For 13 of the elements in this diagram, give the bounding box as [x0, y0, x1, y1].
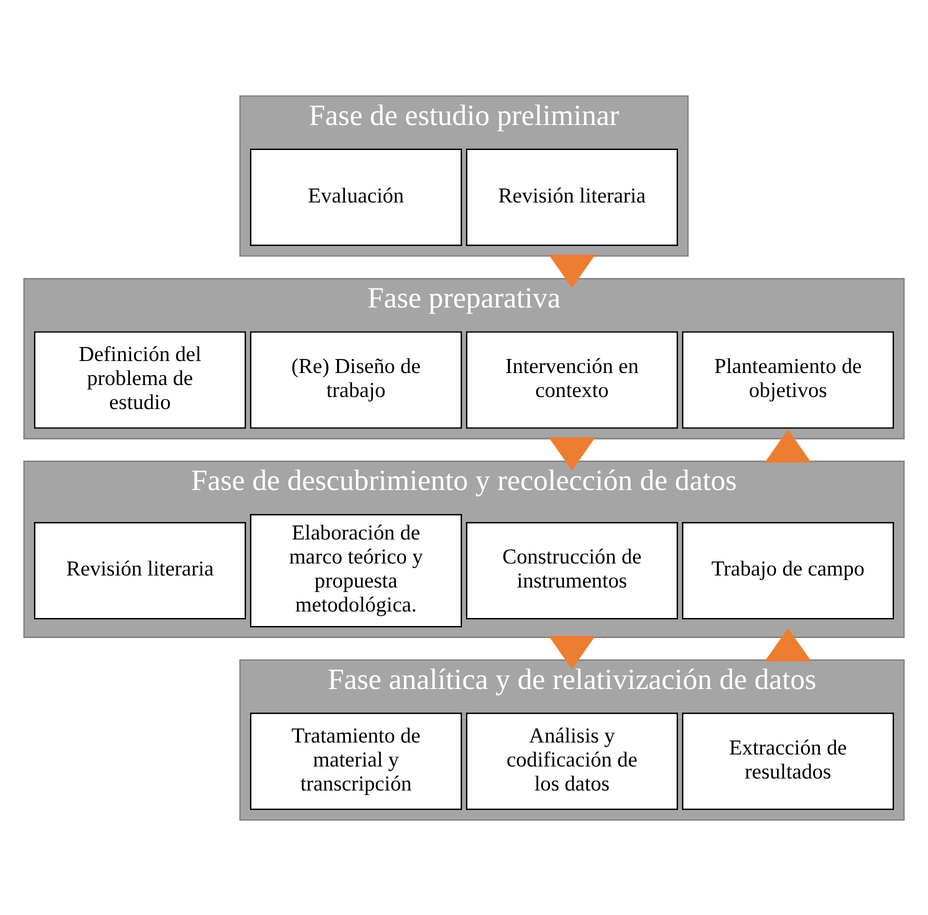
node-box: Revisión literaria	[34, 522, 246, 619]
node-box: Definición del problema de estudio	[34, 330, 246, 428]
node-box: Análisis y codificación de los datos	[466, 712, 678, 810]
node-box: Revisión literaria	[466, 148, 678, 246]
node-box: Tratamiento de material y transcripción	[250, 712, 462, 810]
node-box: (Re) Diseño de trabajo	[250, 330, 462, 428]
node-box: Intervención en contexto	[466, 330, 678, 428]
node-box: Trabajo de campo	[682, 522, 894, 619]
node-box: Extracción de resultados	[682, 712, 894, 810]
node-box: Planteamiento de objetivos	[682, 330, 894, 428]
node-box: Elaboración de marco teórico y propuesta metodológica.	[250, 514, 462, 627]
node-box: Construcción de instrumentos	[466, 522, 678, 619]
node-box: Evaluación	[250, 148, 462, 246]
